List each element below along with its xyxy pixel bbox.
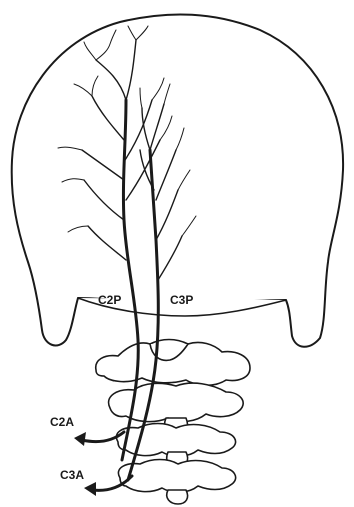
c2a-label: C2A xyxy=(50,415,74,429)
c3a-arrow xyxy=(84,482,96,496)
axis-vertebra xyxy=(109,383,244,422)
c3a-label: C3A xyxy=(60,468,84,482)
c3p-label: C3P xyxy=(170,293,193,307)
c2p-label: C2P xyxy=(98,293,121,307)
c4-vertebra xyxy=(118,460,235,493)
c4-spinous xyxy=(167,490,188,504)
c2a-arrow xyxy=(74,432,86,446)
